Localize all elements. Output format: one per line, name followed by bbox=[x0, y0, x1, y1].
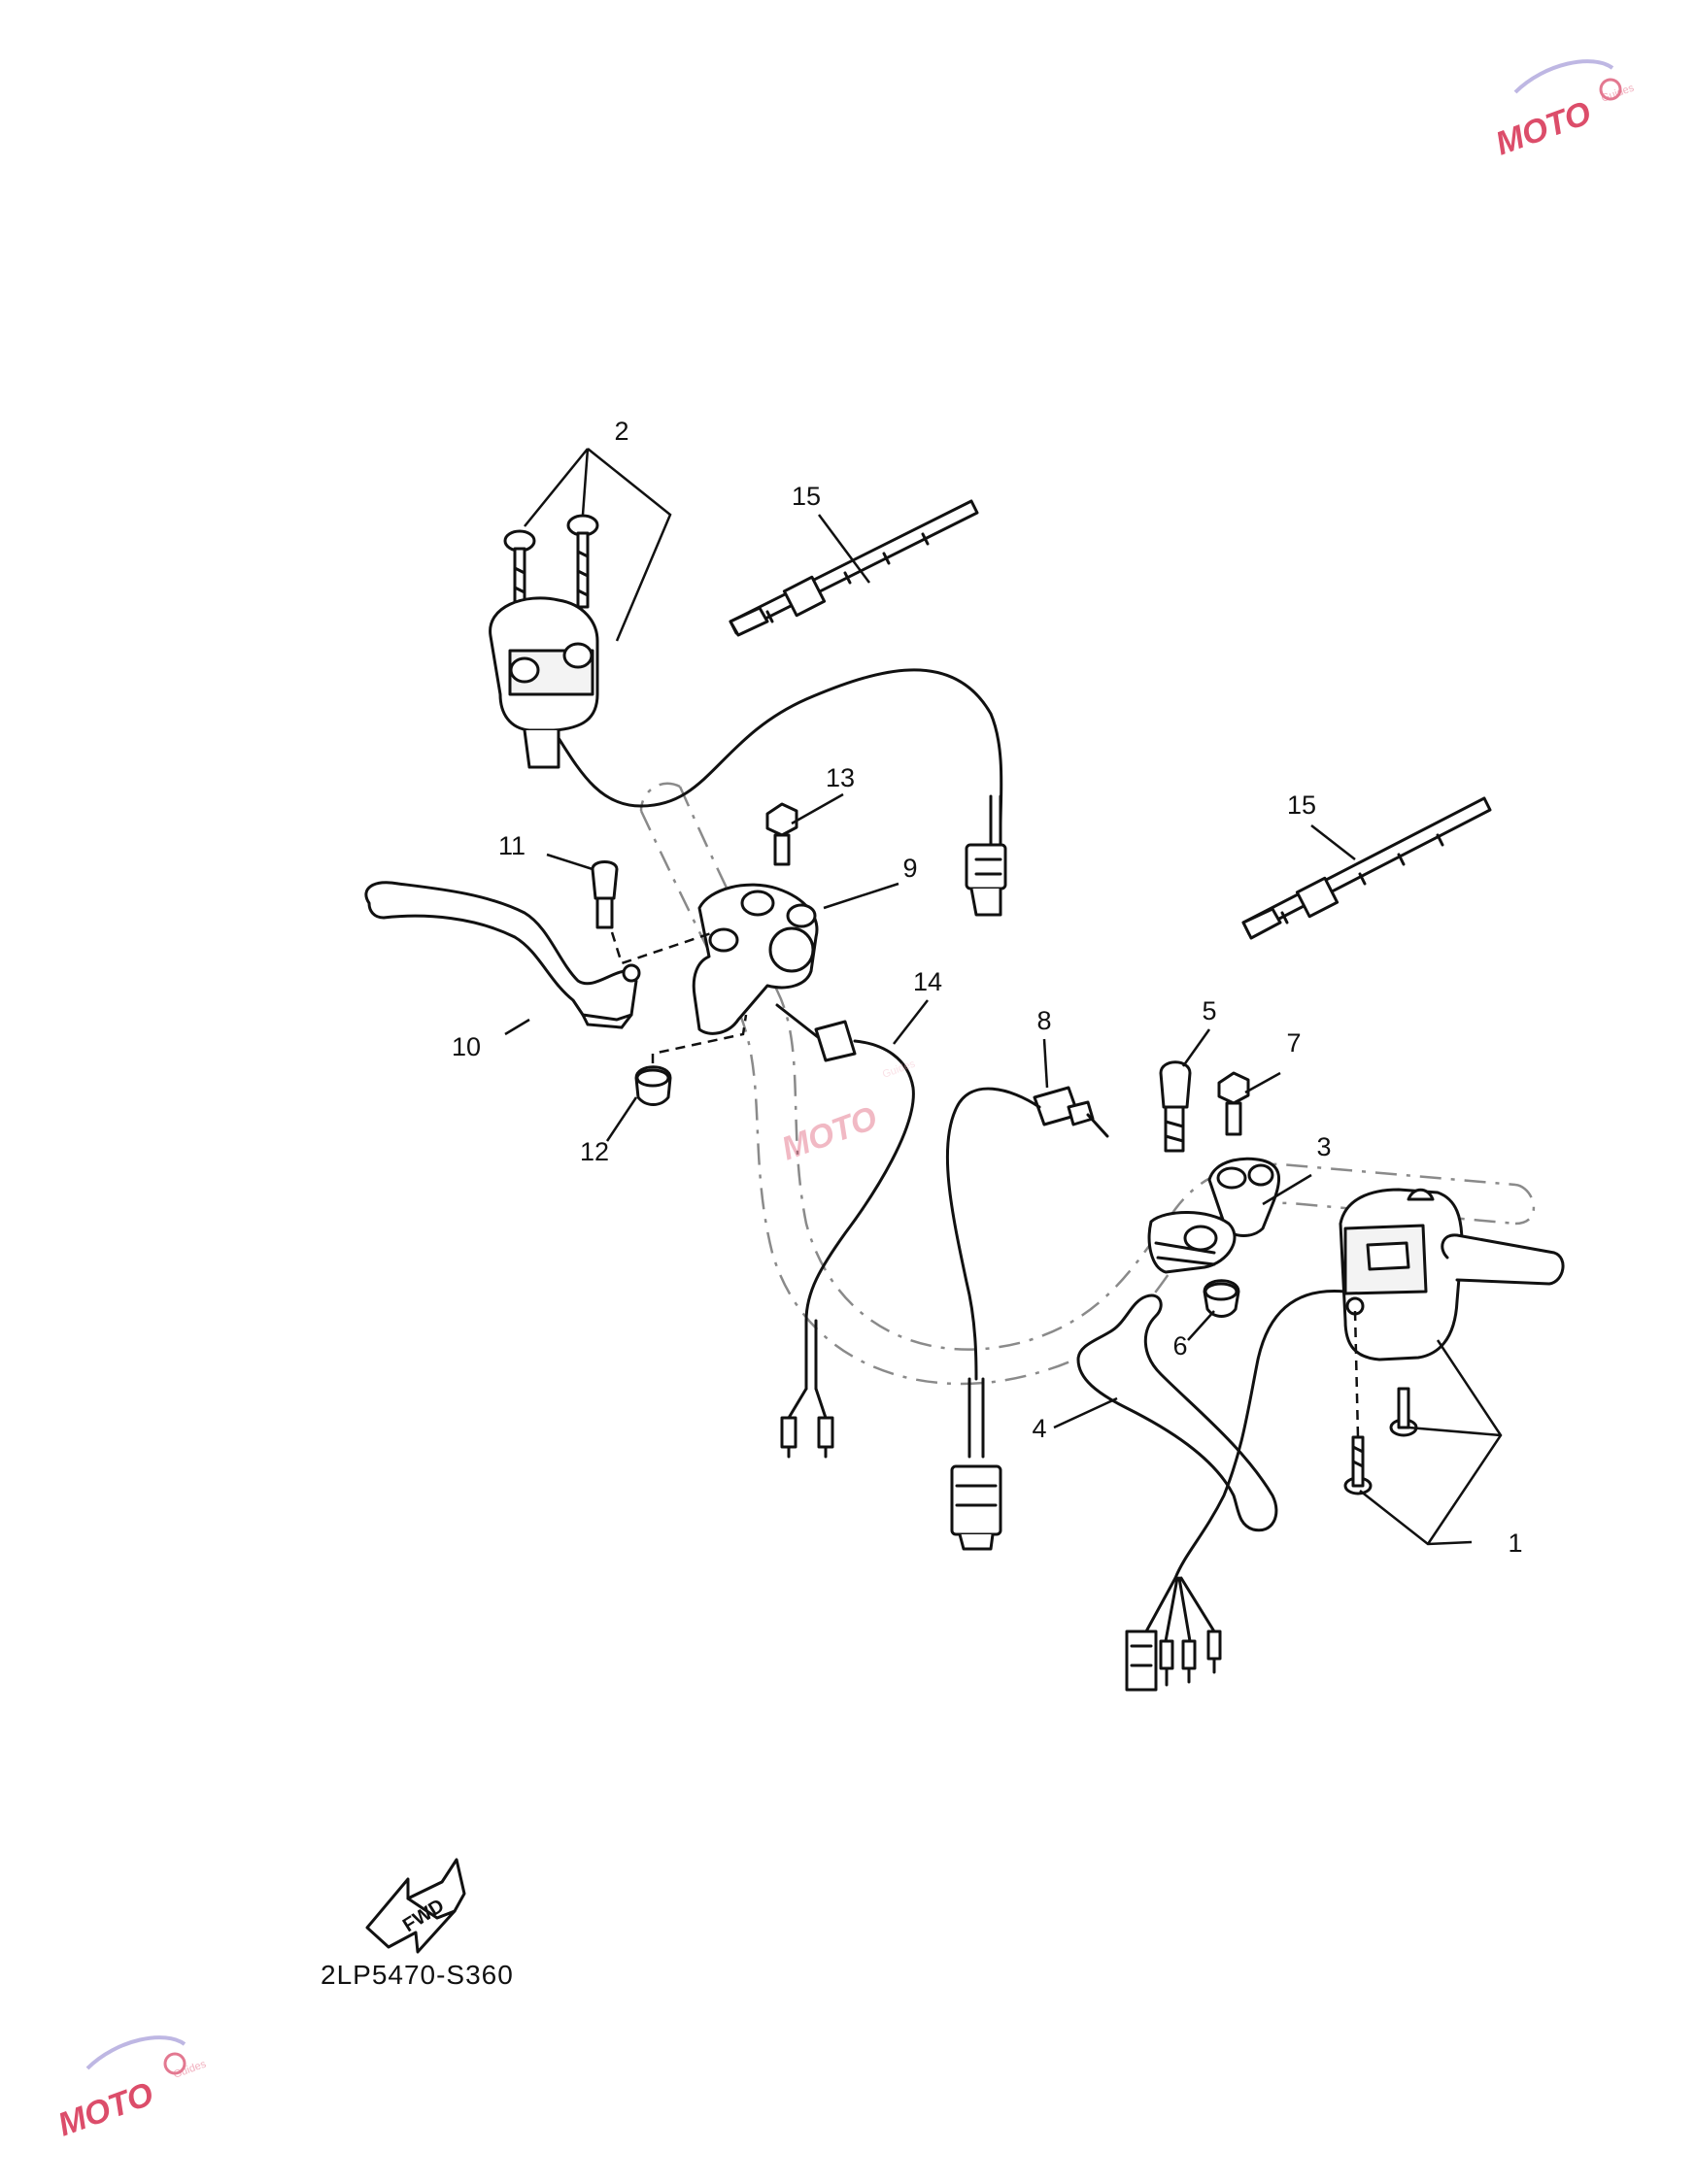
brake-lever-holder bbox=[1147, 1157, 1281, 1274]
watermark-logo-bottom: MOTO bbox=[53, 2075, 158, 2143]
diagram-code: 2LP5470-S360 bbox=[321, 1960, 514, 1990]
left-handlebar-switch bbox=[489, 596, 599, 769]
callout-1: 1 bbox=[1508, 1529, 1522, 1558]
nut-6 bbox=[1203, 1279, 1240, 1318]
right-switch-harness bbox=[1125, 1289, 1347, 1692]
bolt-7 bbox=[1217, 1071, 1250, 1136]
right-handlebar-switch bbox=[1339, 1188, 1565, 1361]
callout-14: 14 bbox=[913, 967, 942, 996]
callout-5: 5 bbox=[1202, 996, 1216, 1025]
watermark-subtext-bottom: Guides bbox=[172, 2058, 208, 2080]
callout-labels: 2 15 15 13 11 9 14 8 5 7 3 10 12 6 4 1 bbox=[452, 417, 1523, 1558]
clutch-lever bbox=[364, 881, 641, 1029]
callout-7: 7 bbox=[1286, 1028, 1301, 1058]
cable-tie-lower bbox=[1241, 796, 1492, 940]
callout-8: 8 bbox=[1036, 1006, 1051, 1035]
callout-10: 10 bbox=[452, 1032, 481, 1061]
left-switch-harness bbox=[557, 668, 1007, 917]
callout-13: 13 bbox=[826, 763, 855, 792]
pivot-bolt-5 bbox=[1159, 1060, 1192, 1153]
clutch-switch bbox=[775, 1003, 915, 1459]
clutch-lever-holder bbox=[692, 883, 819, 1035]
right-switch-screws bbox=[1343, 1310, 1418, 1495]
callout-15-upper: 15 bbox=[792, 482, 821, 511]
brake-lever bbox=[1076, 1294, 1278, 1532]
callout-6: 6 bbox=[1172, 1331, 1187, 1361]
bolt-13 bbox=[765, 802, 798, 866]
callout-11: 11 bbox=[498, 831, 526, 860]
callout-2: 2 bbox=[614, 417, 628, 446]
watermark-logo-top: MOTO bbox=[1491, 94, 1596, 162]
callout-15-lower: 15 bbox=[1287, 790, 1316, 820]
cable-tie-upper bbox=[729, 499, 979, 637]
callout-3: 3 bbox=[1316, 1132, 1331, 1161]
callout-4: 4 bbox=[1032, 1414, 1046, 1443]
watermark-top-right: MOTO Guides bbox=[1491, 59, 1636, 163]
callout-12: 12 bbox=[580, 1137, 609, 1166]
watermark-logo-center: MOTO bbox=[777, 1099, 882, 1167]
watermark-bottom-left: MOTO Guides bbox=[53, 2035, 208, 2144]
forward-direction-arrow: FWD bbox=[365, 1858, 466, 1954]
pivot-bolt-11 bbox=[591, 860, 619, 929]
leader-lines bbox=[504, 448, 1503, 1546]
nut-12 bbox=[634, 1065, 672, 1106]
callout-9: 9 bbox=[902, 854, 917, 883]
alignment-lines bbox=[610, 930, 748, 1063]
brake-switch bbox=[945, 1086, 1109, 1551]
